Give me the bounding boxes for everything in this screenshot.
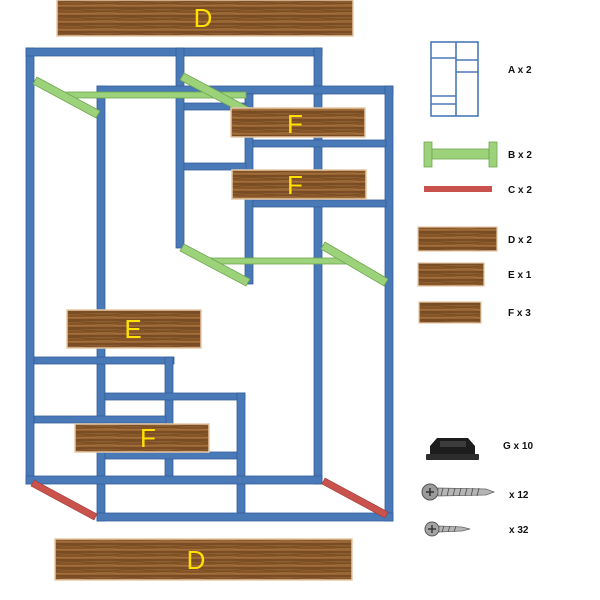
frame-structure (25, 47, 394, 522)
wood-plank-icon (418, 301, 482, 324)
plank-d-bottom: D (54, 538, 353, 581)
plank-f-upper-label: F (287, 109, 303, 139)
crossbar-icon (423, 141, 498, 168)
frame-front-right-post (384, 85, 394, 522)
lower-rail-1 (33, 356, 175, 365)
frame-top-rail-back (25, 47, 323, 57)
plank-d-top-label: D (194, 3, 213, 33)
part-label-f: F x 3 (508, 308, 531, 319)
brace-icon (424, 186, 492, 192)
plank-e-left: E (66, 309, 202, 349)
part-label-long-screw: x 12 (509, 490, 529, 501)
parts-legend: A x 2 B x 2 C x 2 D x 2 E x 1 F x 3 G x … (417, 41, 533, 537)
part-label-c: C x 2 (508, 185, 532, 196)
lower-rail-4 (104, 451, 238, 460)
shelf-rail-2 (252, 139, 387, 148)
shelf-rail-4 (252, 199, 387, 208)
plank-e-left-label: E (124, 314, 141, 344)
crossbar-middle (207, 257, 349, 265)
frame-bottom-rail-back (25, 475, 323, 485)
part-label-d: D x 2 (508, 235, 532, 246)
part-label-g: G x 10 (503, 441, 533, 452)
braces (30, 477, 389, 521)
part-label-a: A x 2 (508, 65, 532, 76)
plank-f-middle: F (231, 169, 367, 200)
part-label-b: B x 2 (508, 150, 532, 161)
plank-f-lower-label: F (140, 423, 156, 453)
wood-plank-icon (417, 226, 498, 252)
diagonal-connector-1 (32, 76, 101, 119)
frame-bottom-rail-front (96, 512, 394, 522)
part-label-e: E x 1 (508, 270, 532, 281)
diagonal-connector-4 (320, 241, 389, 287)
long-screw-icon (421, 483, 496, 501)
diagonal-connector-3 (179, 243, 251, 287)
brace-right (321, 477, 389, 519)
lower-rail-3 (33, 415, 167, 424)
part-label-short-screw: x 32 (509, 525, 529, 536)
shelf-rail-3 (183, 162, 247, 171)
frame-panel-icon (430, 41, 479, 117)
frame-left-post (25, 47, 35, 485)
plank-f-upper: F (230, 107, 366, 139)
frame-middle-post (175, 47, 185, 249)
brace-left (30, 479, 98, 521)
plank-d-top: D (56, 0, 354, 37)
wood-plank-icon (417, 262, 485, 287)
short-screw-icon (424, 521, 471, 537)
foot-cap-icon (426, 438, 479, 460)
lower-rail-2 (104, 392, 246, 401)
crossbars (32, 72, 389, 287)
plank-f-middle-label: F (287, 170, 303, 200)
plank-f-lower: F (74, 423, 210, 453)
lower-post-2 (236, 392, 246, 518)
plank-d-bottom-label: D (187, 545, 206, 575)
frame-front-left-post (96, 85, 106, 522)
